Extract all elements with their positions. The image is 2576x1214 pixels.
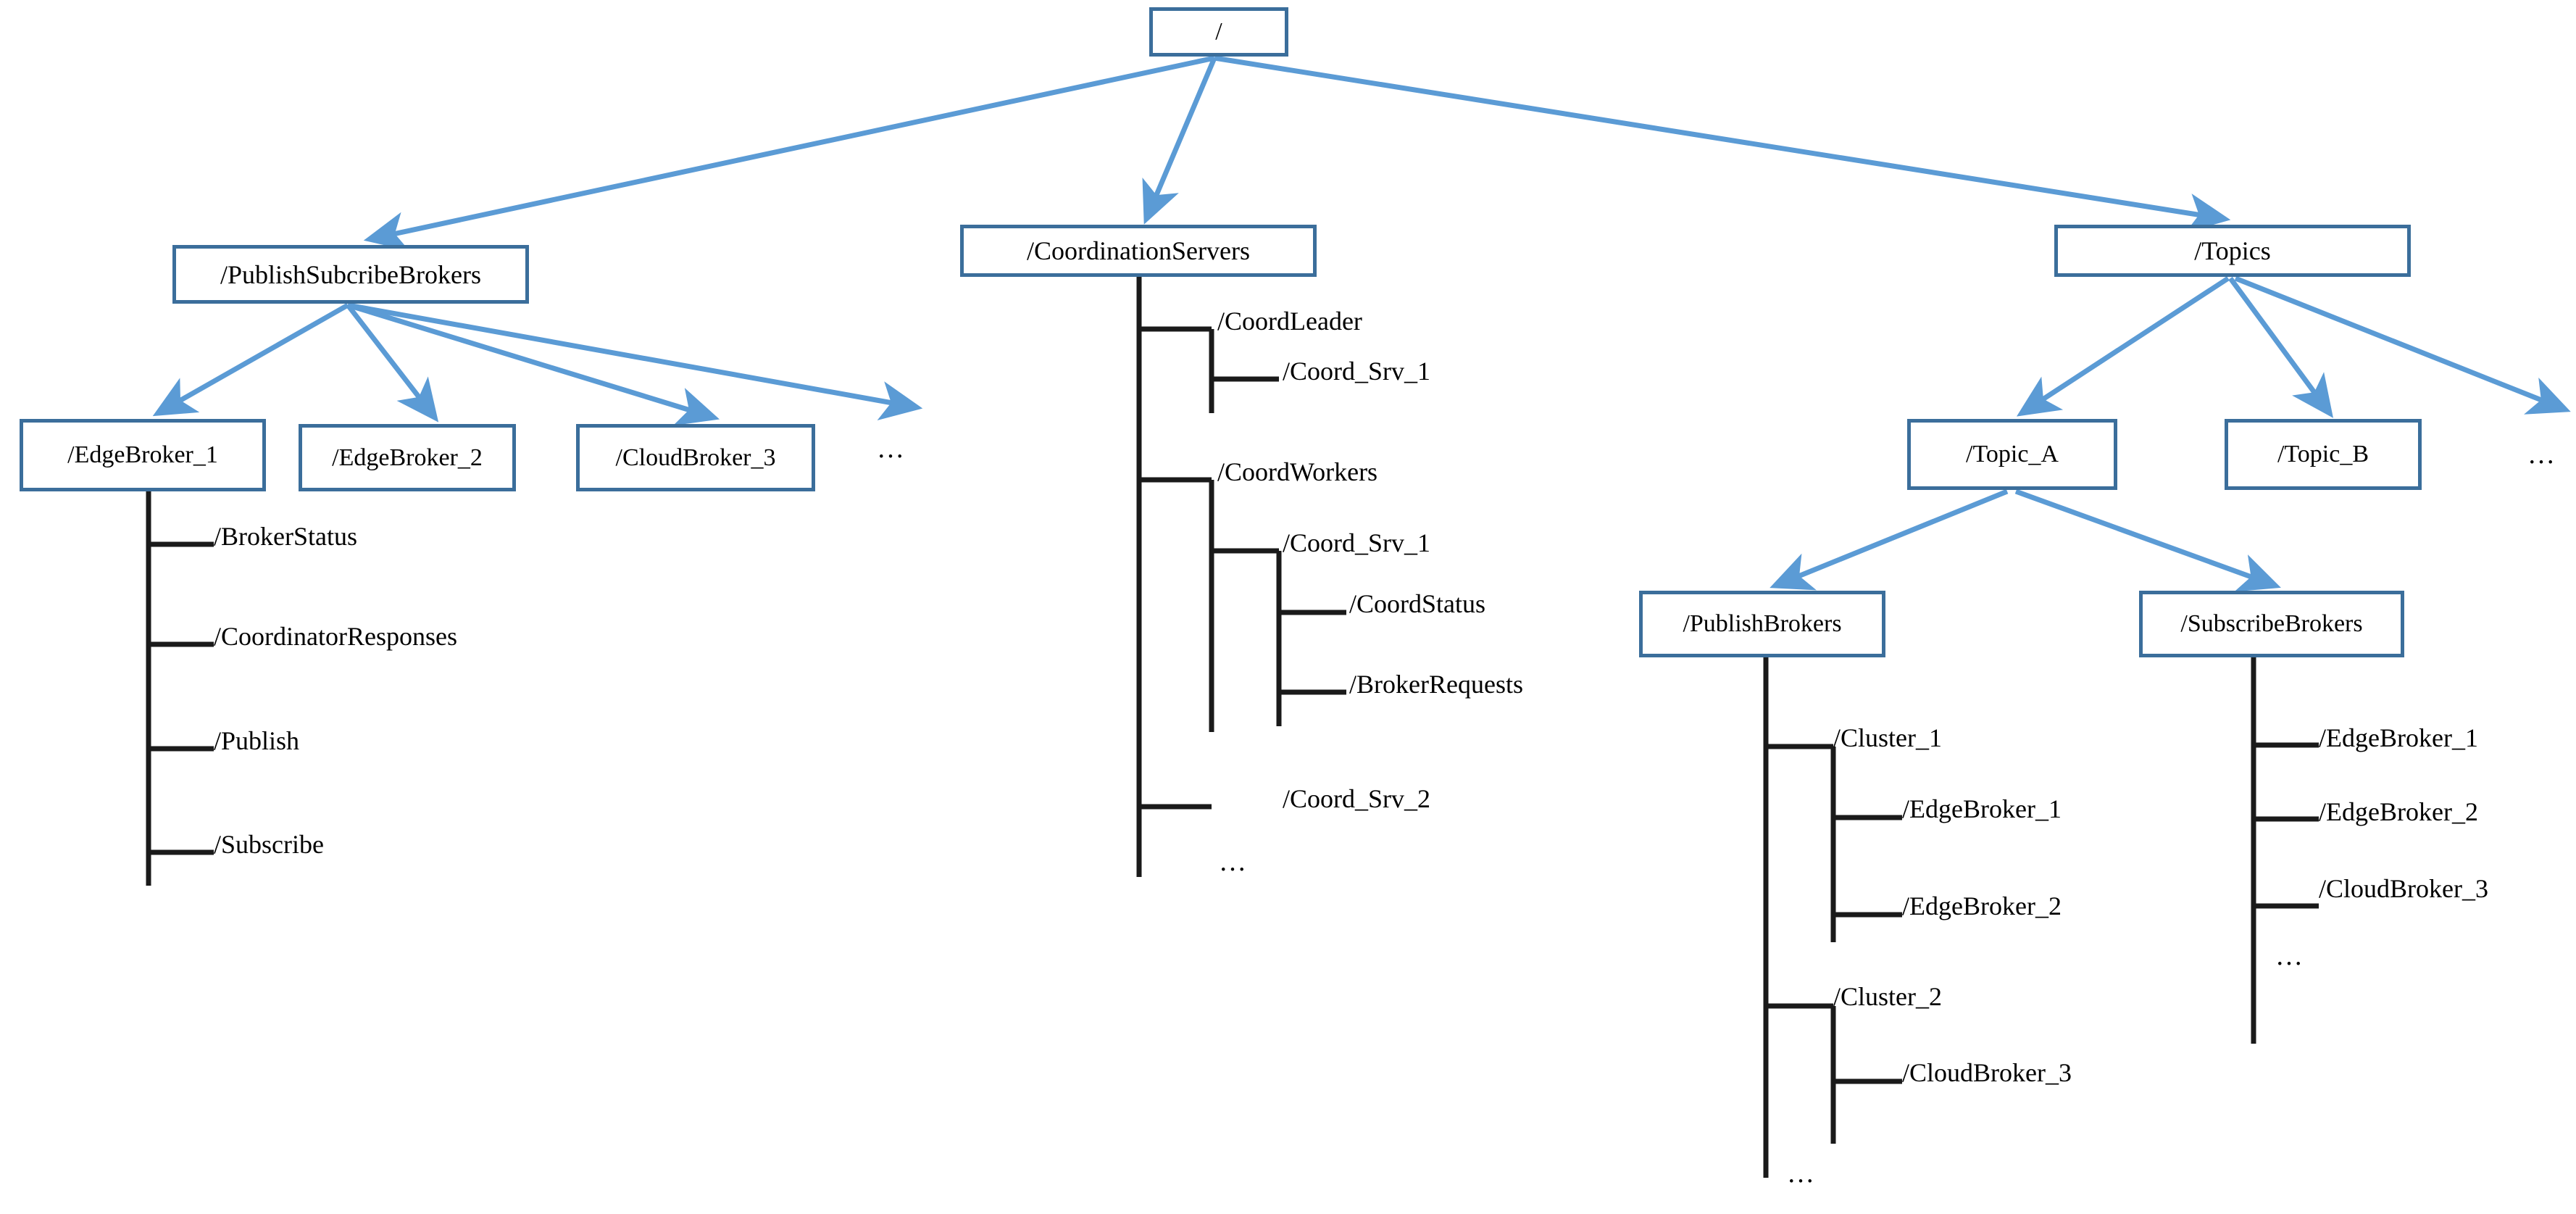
leaf-subscribe-edgebroker-2[interactable]: /EdgeBroker_2 bbox=[2319, 797, 2478, 826]
coordination-ellipsis: … bbox=[1219, 847, 1249, 877]
edgebroker1-bracket bbox=[146, 491, 214, 886]
node-edgebroker-1[interactable]: /EdgeBroker_1 bbox=[20, 419, 266, 491]
arrow-pubsub-to-edgebroker2 bbox=[346, 303, 439, 423]
leaf-cluster-2[interactable]: /Cluster_2 bbox=[1833, 982, 1942, 1011]
arrow-pubsub-to-cloudbroker3 bbox=[346, 302, 720, 426]
leaf-coord-status[interactable]: /CoordStatus bbox=[1349, 589, 1486, 618]
root-to-level2-arrows bbox=[363, 55, 2231, 251]
arrow-topics-to-ellipsis bbox=[2234, 275, 2571, 415]
leaf-broker-status[interactable]: /BrokerStatus bbox=[214, 522, 357, 551]
node-publish-brokers-label: /PublishBrokers bbox=[1683, 610, 1842, 637]
node-publish-subcribe-brokers[interactable]: /PublishSubcribeBrokers bbox=[172, 245, 529, 304]
leaf-coord-workers-srv-1[interactable]: /Coord_Srv_1 bbox=[1283, 528, 1431, 557]
leaf-subscribe-cloudbroker-3[interactable]: /CloudBroker_3 bbox=[2319, 874, 2488, 903]
subscribe-brokers-ellipsis: … bbox=[2275, 941, 2306, 971]
leaf-cluster-1-edgebroker-2[interactable]: /EdgeBroker_2 bbox=[1902, 891, 2062, 920]
arrow-pubsub-to-edgebroker1 bbox=[152, 302, 349, 417]
arrow-root-to-coordination bbox=[1142, 57, 1217, 225]
node-topics[interactable]: /Topics bbox=[2054, 225, 2411, 277]
node-cloudbroker-3-label: /CloudBroker_3 bbox=[615, 444, 776, 471]
leaf-coord-workers-srv-2[interactable]: /Coord_Srv_2 bbox=[1283, 784, 1431, 813]
topic-a-to-children-arrows bbox=[1770, 488, 2281, 592]
node-topic-b-label: /Topic_B bbox=[2277, 441, 2369, 467]
node-publish-subcribe-brokers-label: /PublishSubcribeBrokers bbox=[220, 259, 481, 289]
node-root[interactable]: / bbox=[1149, 7, 1288, 57]
node-coordination-servers[interactable]: /CoordinationServers bbox=[960, 225, 1317, 277]
leaf-subscribe-edgebroker-1[interactable]: /EdgeBroker_1 bbox=[2319, 723, 2478, 752]
arrow-topics-to-topic-a bbox=[2016, 276, 2230, 417]
node-topic-b[interactable]: /Topic_B bbox=[2225, 419, 2422, 490]
node-topics-label: /Topics bbox=[2194, 236, 2271, 265]
topics-to-children-arrows bbox=[2016, 275, 2571, 418]
leaf-cluster-2-cloudbroker-3[interactable]: /CloudBroker_3 bbox=[1902, 1058, 2072, 1087]
node-coordination-servers-label: /CoordinationServers bbox=[1027, 236, 1250, 265]
leaf-coord-leader[interactable]: /CoordLeader bbox=[1217, 307, 1362, 336]
node-subscribe-brokers-label: /SubscribeBrokers bbox=[2180, 610, 2363, 637]
pubsub-to-children-arrows bbox=[152, 302, 923, 426]
arrow-root-to-pubsub bbox=[363, 55, 1215, 251]
node-cloudbroker-3[interactable]: /CloudBroker_3 bbox=[576, 424, 815, 491]
arrow-topic-a-to-publishbrokers bbox=[1770, 488, 2009, 591]
leaf-cluster-1-edgebroker-1[interactable]: /EdgeBroker_1 bbox=[1902, 794, 2062, 823]
topics-ellipsis: … bbox=[2527, 439, 2558, 470]
leaf-publish[interactable]: /Publish bbox=[214, 726, 300, 755]
node-edgebroker-2[interactable]: /EdgeBroker_2 bbox=[299, 424, 516, 491]
node-subscribe-brokers[interactable]: /SubscribeBrokers bbox=[2139, 591, 2404, 657]
arrow-topics-to-topic-b bbox=[2228, 276, 2333, 418]
leaf-coord-leader-srv-1[interactable]: /Coord_Srv_1 bbox=[1283, 357, 1431, 386]
leaf-subscribe[interactable]: /Subscribe bbox=[214, 830, 324, 859]
leaf-broker-requests[interactable]: /BrokerRequests bbox=[1349, 670, 1523, 699]
node-topic-a-label: /Topic_A bbox=[1966, 441, 2059, 467]
subscribebrokers-bracket bbox=[2251, 657, 2319, 1044]
node-edgebroker-1-label: /EdgeBroker_1 bbox=[67, 441, 218, 468]
node-topic-a[interactable]: /Topic_A bbox=[1907, 419, 2117, 490]
pubsub-ellipsis: … bbox=[877, 433, 907, 464]
leaf-coord-workers[interactable]: /CoordWorkers bbox=[1217, 457, 1378, 486]
arrow-topic-a-to-subscribebrokers bbox=[2014, 488, 2281, 592]
arrow-root-to-topics bbox=[1214, 55, 2231, 233]
leaf-coordinator-responses[interactable]: /CoordinatorResponses bbox=[214, 622, 457, 651]
node-publish-brokers[interactable]: /PublishBrokers bbox=[1639, 591, 1885, 657]
arrow-pubsub-to-ellipsis bbox=[347, 302, 923, 420]
node-edgebroker-2-label: /EdgeBroker_2 bbox=[332, 444, 483, 471]
publish-brokers-ellipsis: … bbox=[1787, 1158, 1817, 1189]
leaf-cluster-1[interactable]: /Cluster_1 bbox=[1833, 723, 1942, 752]
node-root-label: / bbox=[1215, 18, 1222, 45]
